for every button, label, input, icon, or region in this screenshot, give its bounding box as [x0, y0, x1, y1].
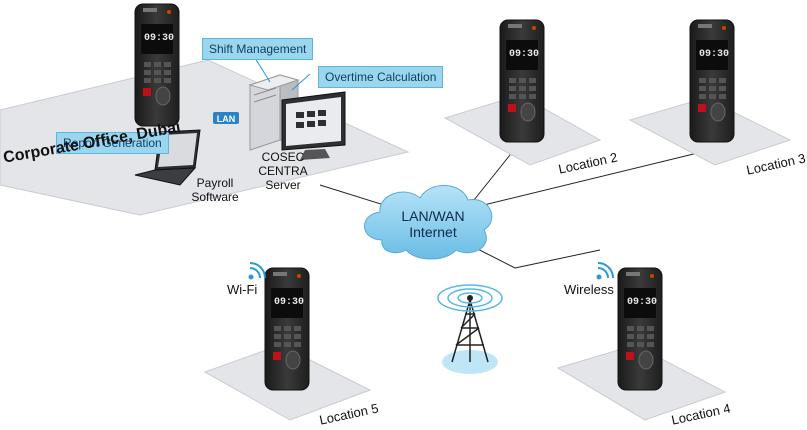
- server-label-line-1: COSEC CENTRA: [258, 150, 308, 178]
- server-label-line-2: Server: [265, 178, 301, 192]
- callout-shift-management: Shift Management: [202, 38, 314, 60]
- cloud-label-line-1: LAN/WAN: [401, 208, 465, 224]
- radio-tower: [437, 284, 503, 374]
- server-monitor: [281, 91, 346, 160]
- cloud-label-line-2: Internet: [409, 224, 457, 240]
- callout-connector-shift: [254, 57, 271, 83]
- server-label: COSEC CENTRA Server: [238, 150, 328, 192]
- payroll-label: Payroll Software: [185, 176, 245, 204]
- callout-overtime-calculation: Overtime Calculation: [318, 66, 444, 88]
- lan-label: LAN: [217, 114, 236, 124]
- device-location-4: [617, 267, 663, 391]
- device-time-office: 09:30: [144, 33, 174, 44]
- payroll-label-line-1: Payroll: [196, 176, 234, 190]
- device-location-2: [499, 19, 545, 143]
- cloud-label: LAN/WAN Internet: [393, 208, 473, 240]
- device-time-loc2: 09:30: [509, 49, 539, 60]
- wifi-icon: [248, 262, 266, 280]
- wireless-icon: [596, 262, 614, 280]
- lan-tag: [213, 112, 239, 124]
- device-time-loc4: 09:30: [627, 297, 657, 308]
- callout-report-generation: Report Generation: [56, 132, 169, 154]
- office-access-device: [134, 3, 180, 127]
- wifi-label: Wi-Fi: [227, 282, 258, 297]
- device-location-3: [689, 19, 735, 143]
- device-location-5: [264, 267, 310, 391]
- internet-cloud: [364, 185, 493, 260]
- device-time-loc5: 09:30: [274, 297, 304, 308]
- callout-connector-overtime: [291, 73, 311, 91]
- payroll-label-line-2: Software: [191, 190, 239, 204]
- device-time-loc3: 09:30: [699, 49, 729, 60]
- wireless-label: Wireless: [564, 282, 614, 297]
